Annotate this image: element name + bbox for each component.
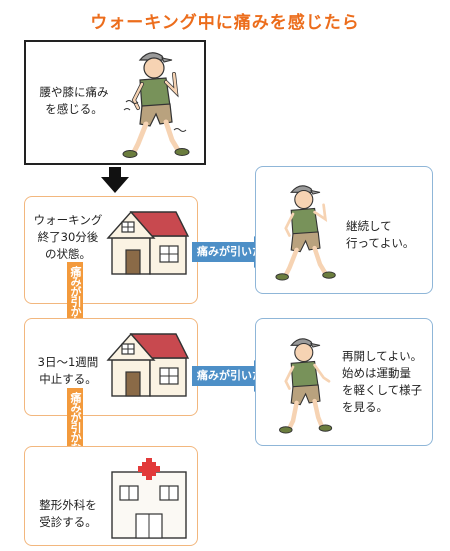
pain-subsided-arrow-1 [192, 236, 274, 268]
pain-subsided-arrow-2 [192, 360, 274, 392]
page-title: ウォーキング中に痛みを感じたら [90, 13, 360, 33]
step-check-after-walk-text: ウォーキング 終了30分後 の状態。 [33, 213, 103, 261]
outcome-continue-text: 継続して 行ってよい。 [346, 219, 415, 250]
step-pause-text: 3日〜1週間 中止する。 [37, 355, 99, 386]
walking-man-icon-2 [279, 338, 333, 434]
step-pain-felt-text: 腰や膝に痛み を感じる。 [39, 85, 109, 116]
outcome-resume-text: 再開してよい。 始めは運動量 を軽くして様子 を見る。 [342, 349, 423, 414]
pain-subsided-label-1: 痛みが引いた [197, 245, 263, 258]
step-see-doctor-text: 整形外科を 受診する。 [39, 498, 97, 529]
step-pain-felt-box [24, 40, 206, 165]
house-icon [106, 210, 190, 275]
down-arrow-icon [101, 167, 129, 193]
walking-man-pain-icon [122, 52, 190, 158]
pain-persists-label-2: 痛みが引かない [69, 392, 82, 462]
walking-man-icon [275, 185, 336, 281]
hospital-icon [111, 458, 187, 539]
pain-subsided-label-2: 痛みが引いた [197, 369, 263, 382]
house-icon-2 [106, 332, 190, 397]
